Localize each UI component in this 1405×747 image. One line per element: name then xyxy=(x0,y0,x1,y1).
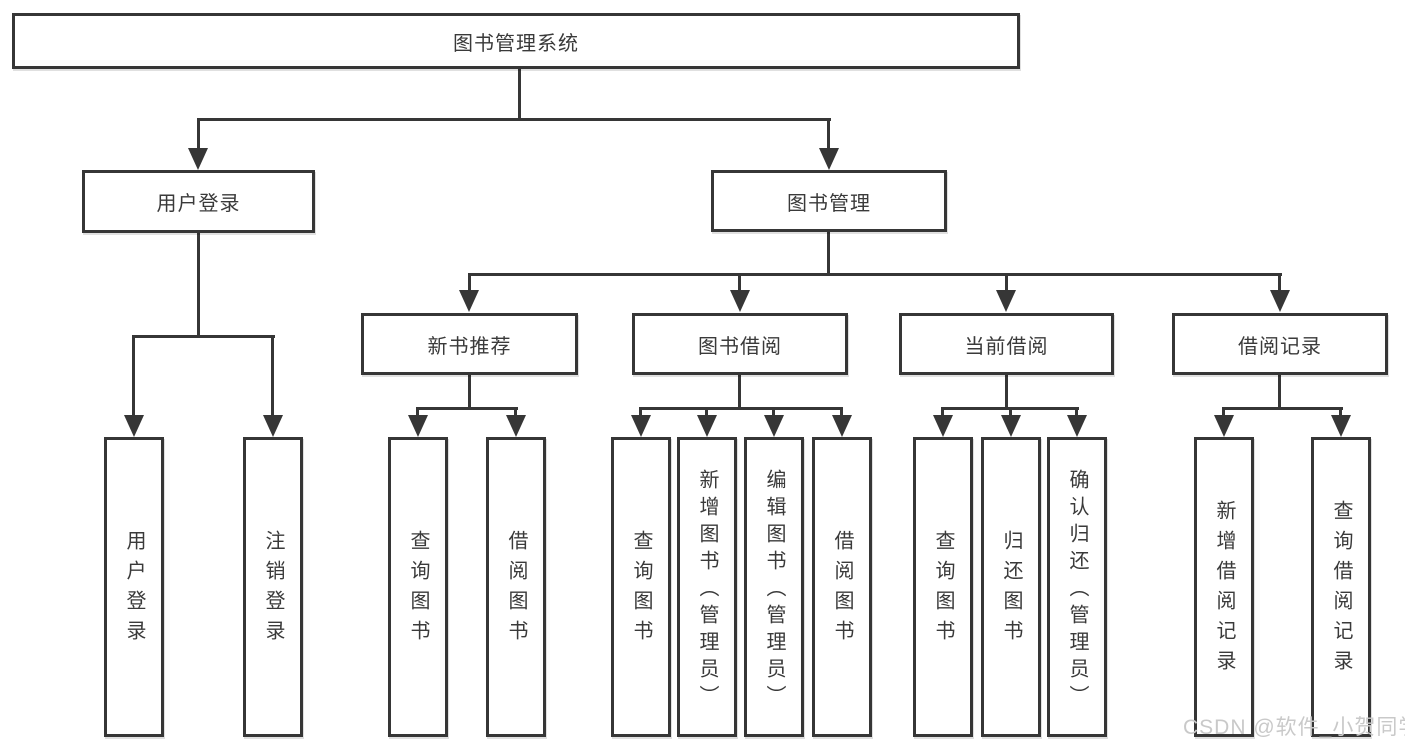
connector-to-leaf-user-login xyxy=(132,335,135,417)
node-root: 图书管理系统 xyxy=(12,13,1020,69)
connector-user-login-bar xyxy=(132,335,275,338)
leaf-add-book-admin: 新增图书（管理员） xyxy=(677,437,737,737)
connector-new-book-recommend-bar xyxy=(416,407,518,410)
arrowhead-user-login xyxy=(188,148,208,170)
connector-to-leaf-query-book-2 xyxy=(639,407,642,417)
arrowhead-leaf-query-book-1 xyxy=(408,415,428,437)
connector-to-new-book-recommend xyxy=(468,273,471,293)
arrowhead-leaf-return-book xyxy=(1001,415,1021,437)
leaf-query-book-1: 查询图书 xyxy=(388,437,448,737)
leaf-user-login: 用户登录 xyxy=(104,437,164,737)
arrowhead-leaf-add-borrow-record xyxy=(1214,415,1234,437)
connector-borrow-record-stem xyxy=(1278,375,1281,409)
connector-book-management-stem xyxy=(827,232,830,276)
watermark: CSDN @软件_小贺同学 xyxy=(1183,716,1405,739)
connector-to-leaf-query-borrow-record xyxy=(1339,407,1342,417)
connector-to-book-borrow xyxy=(738,273,741,293)
arrowhead-leaf-borrow-book-1 xyxy=(506,415,526,437)
arrowhead-leaf-user-login xyxy=(124,415,144,437)
arrowhead-book-borrow xyxy=(730,290,750,312)
connector-to-current-borrow xyxy=(1005,273,1008,293)
connector-to-leaf-logout xyxy=(271,335,274,417)
connector-root-to-user-login xyxy=(197,118,200,152)
arrowhead-leaf-edit-book xyxy=(764,415,784,437)
node-book-management: 图书管理 xyxy=(711,170,947,232)
connector-to-leaf-confirm-return xyxy=(1075,407,1078,417)
arrowhead-current-borrow xyxy=(996,290,1016,312)
connector-to-leaf-query-book-1 xyxy=(416,407,419,417)
connector-book-borrow-stem xyxy=(738,375,741,409)
leaf-query-book-3: 查询图书 xyxy=(913,437,973,737)
arrowhead-new-book-recommend xyxy=(459,290,479,312)
leaf-query-borrow-record: 查询借阅记录 xyxy=(1311,437,1371,737)
node-borrow-record: 借阅记录 xyxy=(1172,313,1388,375)
leaf-query-book-2: 查询图书 xyxy=(611,437,671,737)
connector-book-management-bar xyxy=(468,273,1282,276)
connector-root-bar xyxy=(197,118,831,121)
arrowhead-leaf-logout xyxy=(263,415,283,437)
connector-current-borrow-stem xyxy=(1005,375,1008,409)
connector-to-leaf-query-book-3 xyxy=(941,407,944,417)
connector-to-leaf-borrow-book-2 xyxy=(840,407,843,417)
leaf-borrow-book-2: 借阅图书 xyxy=(812,437,872,737)
connector-book-borrow-bar xyxy=(639,407,843,410)
arrowhead-book-management xyxy=(819,148,839,170)
arrowhead-leaf-query-book-2 xyxy=(631,415,651,437)
arrowhead-leaf-add-book xyxy=(697,415,717,437)
leaf-borrow-book-1: 借阅图书 xyxy=(486,437,546,737)
connector-user-login-stem xyxy=(197,233,200,337)
connector-root-stem xyxy=(518,68,521,120)
connector-to-leaf-edit-book xyxy=(772,407,775,417)
connector-to-leaf-add-book xyxy=(705,407,708,417)
node-new-book-recommend: 新书推荐 xyxy=(361,313,578,375)
connector-borrow-record-bar xyxy=(1222,407,1343,410)
connector-root-to-book-management xyxy=(827,118,830,152)
node-current-borrow: 当前借阅 xyxy=(899,313,1114,375)
connector-to-leaf-return-book xyxy=(1009,407,1012,417)
leaf-confirm-return-admin: 确认归还（管理员） xyxy=(1047,437,1107,737)
arrowhead-leaf-confirm-return xyxy=(1067,415,1087,437)
arrowhead-leaf-query-borrow-record xyxy=(1331,415,1351,437)
connector-to-leaf-borrow-book-1 xyxy=(514,407,517,417)
leaf-add-borrow-record: 新增借阅记录 xyxy=(1194,437,1254,737)
arrowhead-leaf-borrow-book-2 xyxy=(832,415,852,437)
leaf-edit-book-admin: 编辑图书（管理员） xyxy=(744,437,804,737)
leaf-logout: 注销登录 xyxy=(243,437,303,737)
connector-to-leaf-add-borrow-record xyxy=(1222,407,1225,417)
connector-to-borrow-record xyxy=(1278,273,1281,293)
leaf-return-book: 归还图书 xyxy=(981,437,1041,737)
connector-new-book-recommend-stem xyxy=(468,375,471,409)
node-book-borrow: 图书借阅 xyxy=(632,313,848,375)
node-user-login: 用户登录 xyxy=(82,170,315,233)
arrowhead-borrow-record xyxy=(1270,290,1290,312)
arrowhead-leaf-query-book-3 xyxy=(933,415,953,437)
